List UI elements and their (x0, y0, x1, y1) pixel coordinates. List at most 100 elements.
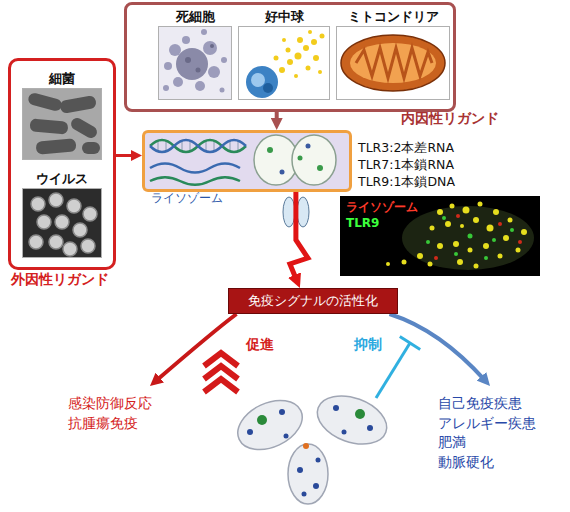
micrograph-picture (445, 221, 451, 227)
lysosome-picture (166, 141, 167, 151)
neutrophil-picture (320, 34, 325, 39)
ligand-group-box: 外因性リガンド細菌ウイルス (8, 58, 116, 270)
lysosome-picture (214, 141, 215, 151)
neutrophil-picture (274, 30, 325, 78)
image-panel: 死細胞 (158, 26, 232, 100)
micrograph-picture (492, 238, 496, 242)
bacteria-picture (22, 88, 102, 160)
antibody-picture (257, 409, 365, 425)
virus-picture (29, 193, 97, 256)
micrograph-picture (437, 243, 443, 249)
panel-label: 死細胞 (176, 9, 215, 25)
micrograph-picture (503, 235, 509, 241)
dead-cell-picture (195, 81, 205, 91)
dead-cell-picture (208, 66, 220, 78)
mitochondrion-picture (350, 43, 436, 83)
neutrophil-picture (286, 48, 291, 53)
antibody-picture (316, 458, 321, 463)
micrograph-picture (518, 240, 522, 244)
micrograph-picture (437, 209, 443, 215)
bacteria-picture (36, 138, 77, 154)
micrograph-picture (468, 248, 473, 253)
lysosome-picture (292, 135, 336, 185)
micrograph-picture (508, 218, 513, 223)
neutrophil-picture (238, 26, 330, 100)
antibody-picture (367, 425, 373, 431)
stain-label: TLR9 (346, 216, 379, 230)
antibody-picture (313, 483, 319, 489)
neutrophil-picture (263, 83, 273, 93)
bacteria-picture (27, 92, 100, 155)
promotion-chevrons (204, 379, 238, 392)
neutrophil-picture (246, 66, 278, 98)
image-panel: ウイルス (22, 188, 102, 258)
arrow-connector (275, 112, 279, 124)
panel-label: ミトコンドリア (348, 9, 439, 25)
receptor-stalk (283, 197, 295, 227)
dead-cell-picture (163, 29, 227, 93)
micrograph-picture (450, 204, 455, 209)
micrograph-picture (498, 254, 503, 259)
antibody-picture (230, 391, 310, 460)
lysosome-picture (150, 140, 246, 152)
lysosome-picture (238, 141, 239, 151)
antibody-picture (247, 405, 373, 497)
virus-picture (22, 188, 102, 258)
antibody-picture (279, 409, 285, 415)
dead-cell-picture (203, 41, 217, 55)
neutrophil-picture (279, 67, 285, 73)
micrograph-picture (484, 256, 488, 260)
micrograph-picture (493, 209, 499, 215)
micrograph-picture (402, 260, 407, 265)
lysosome-picture (190, 141, 191, 151)
antibody-picture (247, 429, 253, 435)
micrograph-picture (498, 222, 502, 226)
micrograph-picture (487, 225, 494, 232)
micrograph-picture (428, 262, 433, 267)
outcome-text: アレルギー疾患 (438, 414, 536, 434)
micrograph-picture (456, 214, 460, 218)
box-text: 免疫シグナルの活性化 (248, 293, 378, 309)
lysosome-picture (150, 177, 240, 185)
dead-cell-picture (196, 68, 201, 73)
neutrophil-picture (294, 74, 298, 78)
neutrophil-picture (311, 39, 317, 45)
micrograph-picture (453, 241, 459, 247)
neutrophil-picture (274, 56, 279, 61)
outcome-text-group: 感染防御反応抗腫瘍免疫 (68, 386, 178, 433)
micrograph-picture (402, 206, 534, 270)
inhibition-symbol (400, 337, 420, 350)
lysosome-picture (267, 147, 323, 171)
arrow-connector (116, 154, 137, 157)
lysosome-picture (317, 165, 323, 171)
effect-label: 促進 (246, 336, 274, 353)
micrograph-picture (474, 264, 479, 269)
inhibition-symbol (376, 337, 420, 398)
dead-cell-picture (173, 77, 183, 87)
micrograph-picture (473, 217, 479, 223)
neutrophil-picture (303, 45, 309, 51)
arrow-connector (390, 314, 486, 381)
panel-label: ウイルス (36, 171, 88, 187)
lysosome-picture (306, 144, 311, 149)
lysosome-picture (230, 141, 231, 151)
bacteria-picture (82, 142, 100, 154)
outcome-text: 肥満 (438, 433, 466, 453)
group-heading: 外因性リガンド (11, 271, 109, 288)
group-heading: 内因性リガンド (401, 110, 499, 127)
dead-cell-picture (163, 85, 169, 91)
antibody-picture (342, 430, 347, 435)
ligand-group-box: 内因性リガンド死細胞好中球ミトコンドリア (124, 2, 456, 112)
signal-box: 免疫シグナルの活性化 (228, 288, 398, 314)
lysosome-picture (206, 141, 207, 151)
micrograph-picture (430, 226, 435, 231)
dead-cell-picture (176, 48, 208, 80)
dead-cell-picture (185, 44, 214, 73)
virus-picture (81, 239, 95, 253)
receptor-label: TLR9:1本鎖DNA (358, 174, 455, 189)
virus-picture (49, 193, 63, 207)
virus-picture (49, 235, 63, 249)
micrograph-picture (510, 228, 514, 232)
dead-cell-picture (210, 44, 214, 48)
